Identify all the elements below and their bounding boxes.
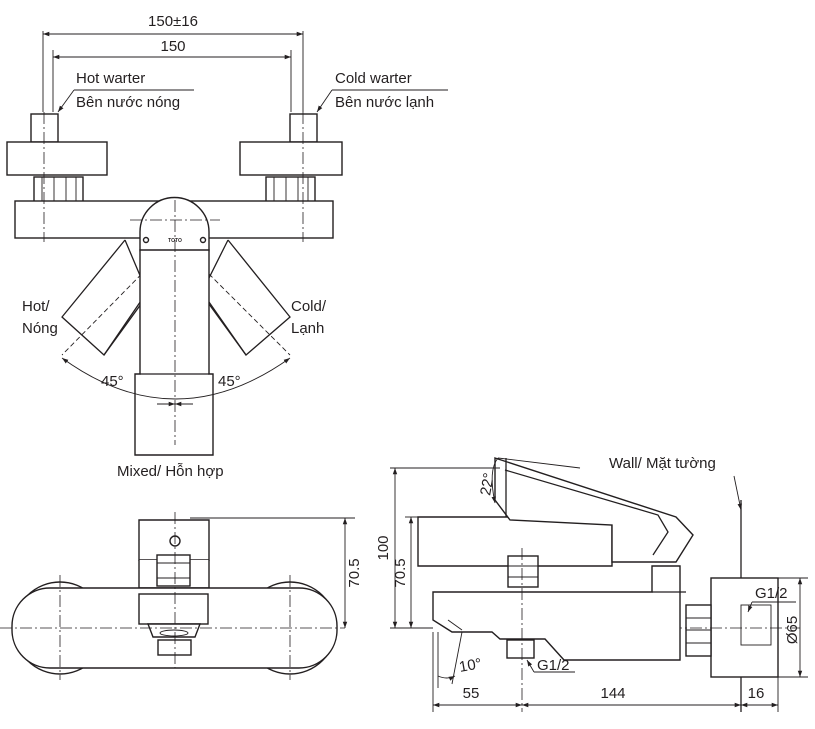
cold-side-en: Cold/: [291, 298, 327, 315]
dim-total-label: 150±16: [148, 13, 198, 30]
side-dim-70-5: 70.5: [392, 558, 409, 587]
top-view: 150±16 150 Hot warter Bên nước nóng Cold…: [6, 13, 448, 480]
wall-label: Wall/ Mặt tường: [609, 455, 716, 472]
spout-outlet-front: [157, 639, 192, 656]
side-view: Wall/ Mặt tường 22° 10° 100: [375, 455, 808, 712]
side-lever: [494, 457, 694, 563]
wall-escutcheon-side: [710, 577, 779, 678]
thread-bottom-label: G1/2: [537, 657, 570, 674]
dim-16-label: 16: [748, 685, 765, 702]
cold-label-en: Cold warter: [335, 70, 412, 87]
handle-hot-position: [61, 239, 148, 356]
front-view: 70.5: [0, 512, 363, 680]
angle-left-label: 45°: [101, 373, 124, 390]
dim-inner-label: 150: [160, 38, 185, 55]
union-nut-side: [685, 604, 712, 657]
hot-label-vi: Bên nước nóng: [76, 94, 180, 111]
mixed-label: Mixed/ Hỗn hợp: [117, 463, 224, 480]
rotation-arc: [61, 357, 291, 400]
hot-side-vi: Nóng: [22, 320, 58, 337]
angle-bottom-label: 10°: [458, 655, 483, 676]
cold-inlet-nipple: [289, 113, 318, 143]
hot-escutcheon: [6, 141, 108, 176]
side-dim-100: 100: [375, 535, 392, 560]
hot-inlet-nipple: [30, 113, 59, 143]
cold-side-vi: Lạnh: [291, 320, 324, 337]
side-outlet: [506, 639, 535, 659]
hot-side-en: Hot/: [22, 298, 50, 315]
dim-144-label: 144: [600, 685, 625, 702]
angle-top-label: 22°: [477, 472, 498, 497]
diameter-label: Ø65: [784, 616, 801, 644]
side-body: [432, 565, 681, 661]
diverter-front: [138, 593, 209, 625]
dim-55-label: 55: [463, 685, 480, 702]
lever-handle: [134, 249, 214, 456]
angle-right-label: 45°: [218, 373, 241, 390]
cold-escutcheon: [239, 141, 343, 176]
front-dim-height: 70.5: [346, 558, 363, 587]
hot-label-en: Hot warter: [76, 70, 145, 87]
cold-label-vi: Bên nước lạnh: [335, 94, 434, 111]
handle-cold-position: [201, 239, 291, 356]
thread-wall-label: G1/2: [755, 585, 788, 602]
